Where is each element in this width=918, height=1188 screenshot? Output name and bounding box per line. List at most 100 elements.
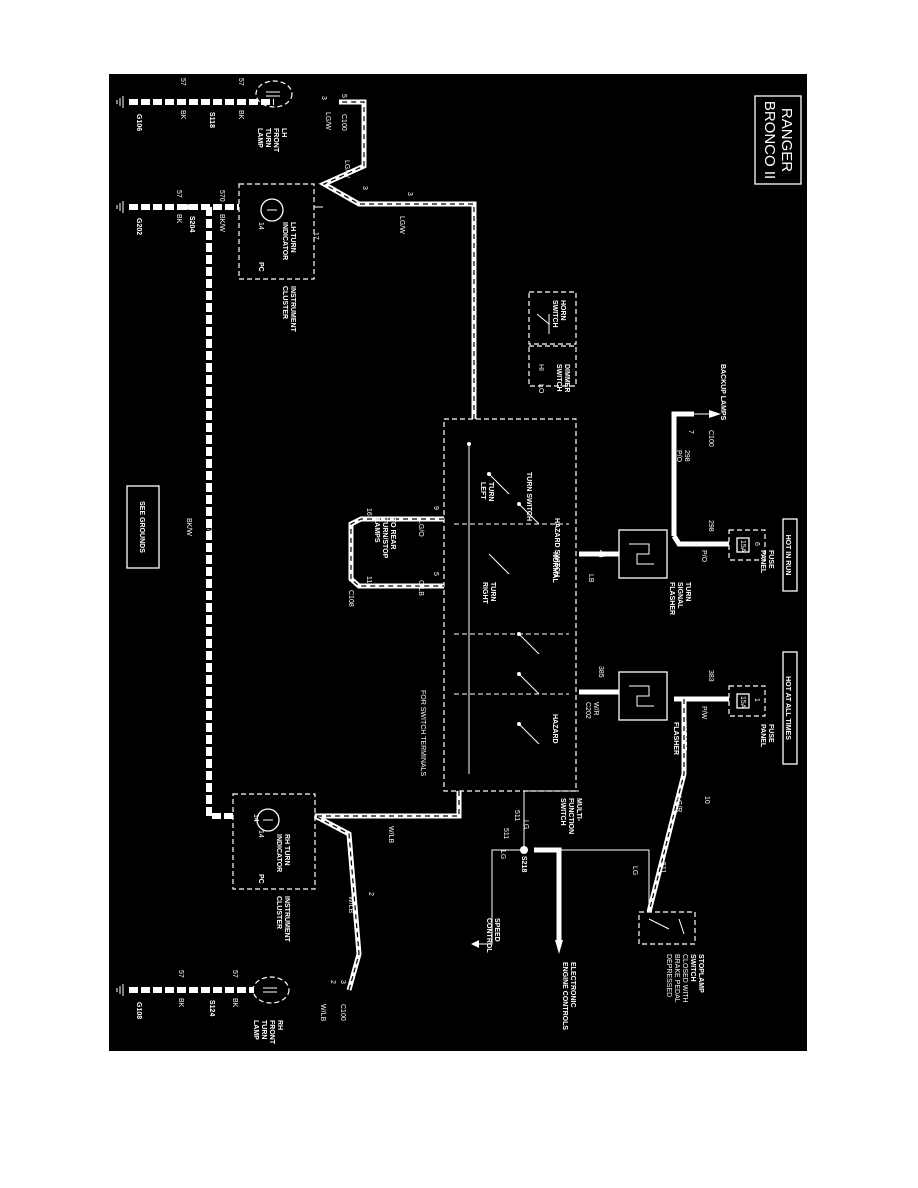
svg-text:W/LB: W/LB [347, 896, 354, 913]
svg-text:FLASHER: FLASHER [668, 582, 675, 615]
svg-text:G108: G108 [135, 1002, 142, 1019]
svg-text:INSTRUMENT: INSTRUMENT [289, 286, 296, 333]
svg-text:383: 383 [707, 670, 714, 682]
svg-text:TURN: TURN [489, 582, 496, 601]
svg-text:TURN: TURN [487, 482, 494, 501]
svg-text:FUNCTION: FUNCTION [567, 798, 574, 834]
svg-text:BK: BK [177, 998, 184, 1008]
svg-text:FUSE: FUSE [767, 724, 774, 743]
svg-text:LG/W: LG/W [343, 160, 350, 178]
svg-text:PANEL: PANEL [759, 550, 766, 574]
svg-text:LG/W: LG/W [398, 216, 405, 234]
svg-text:5: 5 [340, 94, 347, 98]
svg-text:BRAKE PEDAL: BRAKE PEDAL [673, 954, 680, 1003]
stoplamp-switch: STOPLAMP SWITCH CLOSED WITH BRAKE PEDAL … [638, 911, 704, 1003]
svg-text:10: 10 [703, 796, 710, 804]
svg-text:14: 14 [257, 830, 264, 838]
svg-text:HI: HI [537, 364, 544, 371]
svg-text:LAMP: LAMP [252, 1020, 259, 1040]
svg-text:570: 570 [218, 190, 225, 202]
svg-text:LAMP: LAMP [256, 128, 263, 148]
svg-text:9: 9 [432, 506, 439, 510]
svg-text:P/O: P/O [675, 450, 682, 463]
svg-text:TURN: TURN [684, 582, 691, 601]
hot-at-all-times-header: HOT AT ALL TIMES [782, 651, 798, 765]
s218-branch: 511 LG S218 511 LG ELECTRONIC ENGINE CON… [471, 790, 666, 1030]
svg-text:LG: LG [522, 820, 529, 829]
svg-text:STOPLAMP: STOPLAMP [697, 954, 704, 993]
svg-text:DIMMER: DIMMER [563, 364, 570, 392]
svg-text:511: 511 [513, 810, 520, 821]
fuse-panel-all: 1 15A FUSE PANEL [728, 685, 774, 748]
title-line2: BRONCO II [761, 101, 778, 179]
svg-text:BK/W: BK/W [218, 214, 225, 232]
svg-text:SWITCH: SWITCH [559, 798, 566, 826]
svg-text:5: 5 [432, 572, 439, 576]
svg-text:HAZARD: HAZARD [551, 714, 558, 744]
svg-text:TURN/STOP: TURN/STOP [381, 518, 388, 559]
svg-text:INDICATOR: INDICATOR [281, 222, 288, 260]
svg-text:LEFT: LEFT [479, 482, 486, 500]
svg-text:CLUSTER: CLUSTER [275, 896, 282, 929]
svg-text:CLUSTER: CLUSTER [281, 286, 288, 319]
svg-text:BK: BK [237, 110, 244, 120]
svg-text:TO REAR: TO REAR [389, 518, 396, 549]
svg-text:16: 16 [365, 508, 372, 516]
svg-text:2: 2 [367, 892, 374, 896]
svg-text:G202: G202 [135, 218, 142, 235]
svg-text:DEPRESSED: DEPRESSED [665, 954, 672, 997]
svg-text:44: 44 [597, 550, 604, 558]
svg-text:3: 3 [320, 96, 327, 100]
svg-text:TURN: TURN [264, 128, 271, 147]
svg-text:57: 57 [175, 190, 182, 198]
svg-text:S204: S204 [188, 216, 195, 232]
svg-text:570: 570 [205, 524, 212, 536]
svg-text:PANEL: PANEL [759, 724, 766, 748]
fuse-panel-run: 6 15A FUSE PANEL [728, 529, 774, 574]
svg-text:7: 7 [687, 430, 694, 434]
svg-text:15A: 15A [739, 696, 746, 709]
svg-text:LAMPS: LAMPS [373, 518, 380, 543]
svg-text:SEE GROUNDS: SEE GROUNDS [138, 501, 145, 553]
svg-text:MULTI-: MULTI- [575, 798, 582, 822]
svg-text:C100: C100 [707, 430, 714, 447]
svg-text:511: 511 [502, 828, 509, 839]
svg-text:298: 298 [683, 450, 690, 462]
svg-text:LG/W: LG/W [324, 112, 331, 130]
svg-text:15A: 15A [739, 540, 746, 553]
backup-lamps-branch: BACKUP LAMPS C100 7 298 P/O [671, 364, 726, 536]
svg-text:LG: LG [499, 850, 506, 859]
svg-text:14: 14 [252, 814, 259, 822]
svg-text:CLOSED WITH: CLOSED WITH [681, 954, 688, 1003]
svg-text:INSTRUMENT: INSTRUMENT [283, 896, 290, 943]
hazard-flasher: HAZARD FLASHER [618, 671, 687, 755]
svg-text:P/W: P/W [700, 706, 707, 720]
ground-lines: 57 BK 57 BK 57 BK 57 BK 57 BK S118 S204 … [116, 78, 274, 1019]
svg-text:57: 57 [179, 78, 186, 86]
svg-text:LG: LG [631, 866, 638, 875]
svg-text:CONTROL: CONTROL [485, 918, 492, 953]
svg-text:57: 57 [237, 78, 244, 86]
svg-text:385: 385 [597, 666, 604, 678]
svg-text:BK/W: BK/W [185, 518, 192, 536]
svg-text:LG/R: LG/R [675, 796, 682, 812]
svg-text:W/LB: W/LB [319, 1004, 326, 1021]
svg-text:FUSE: FUSE [767, 550, 774, 569]
title-box: RANGER BRONCO II [754, 95, 802, 185]
svg-text:14: 14 [257, 222, 264, 230]
svg-text:INDICATOR: INDICATOR [275, 834, 282, 872]
svg-text:O/LB: O/LB [417, 580, 424, 596]
svg-text:RH TURN: RH TURN [283, 834, 290, 866]
svg-text:SWITCH: SWITCH [551, 300, 558, 328]
svg-text:LH TURN: LH TURN [289, 222, 296, 253]
svg-text:W/LB: W/LB [387, 826, 394, 843]
svg-text:2: 2 [329, 980, 336, 984]
svg-text:P/O: P/O [700, 550, 707, 563]
hot-in-run-header: HOT IN RUN [782, 518, 798, 592]
svg-text:FLASHER: FLASHER [672, 722, 679, 755]
svg-text:TURN: TURN [260, 1020, 267, 1039]
svg-text:LO: LO [537, 384, 544, 394]
svg-text:LH: LH [280, 128, 287, 137]
svg-text:HORN: HORN [559, 300, 566, 321]
diagram-sheet: RANGER BRONCO II HOT IN RUN HOT AT ALL T… [109, 74, 807, 1051]
